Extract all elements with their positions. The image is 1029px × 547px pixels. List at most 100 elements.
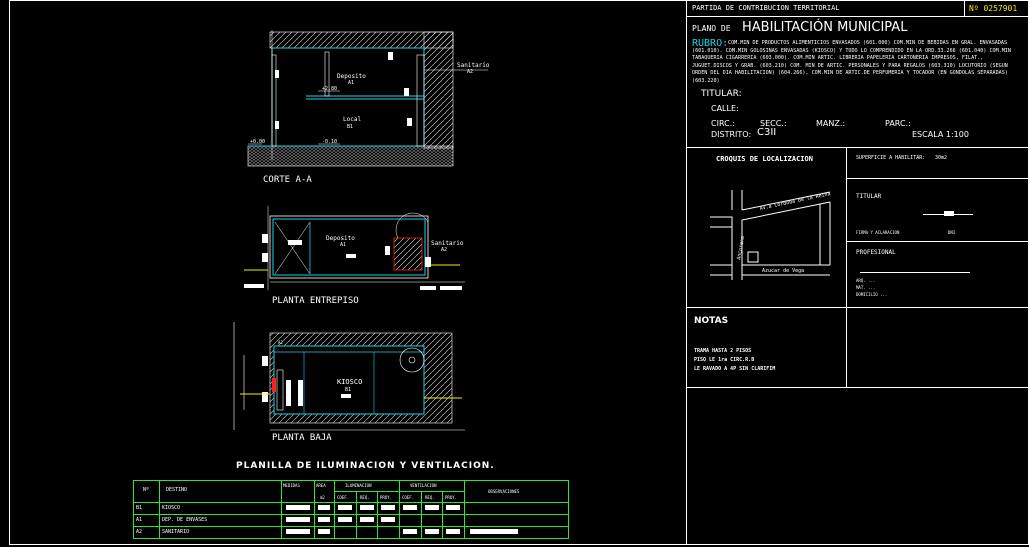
- table-col-line: [377, 502, 378, 539]
- label-kiosco: KIOSCO: [337, 378, 362, 386]
- titleblock-rule: [686, 387, 1029, 388]
- row-destino: KIOSCO: [162, 505, 181, 511]
- drawings-canvas: Deposito A1 Local B1 Sanitario A2 +2.80 …: [233, 30, 490, 443]
- distrito-value: C3II: [757, 127, 777, 138]
- cell-value-block: [381, 505, 395, 510]
- cell-value-block: [425, 505, 439, 510]
- cell-value-block: [446, 505, 460, 510]
- titleblock-rule: [846, 241, 1029, 242]
- manz-label: MANZ.:: [816, 119, 846, 128]
- cell-value-block: [338, 517, 352, 522]
- row-destino: DEP. DE ENVASES: [162, 517, 208, 523]
- label-sanitario: Sanitario: [431, 240, 464, 247]
- th-req: REQ.: [360, 495, 370, 500]
- table-col-line: [442, 502, 443, 539]
- label-sanitario-code: A2: [441, 247, 447, 253]
- distrito-label: DISTRITO:: [711, 130, 752, 139]
- table-col-line: [159, 502, 160, 539]
- th-iluminacion: ILUMINACION: [345, 483, 372, 488]
- th-req: REQ.: [425, 495, 435, 500]
- dni-label: DNI: [948, 230, 956, 235]
- cell-value-block: [286, 517, 310, 522]
- th-area-unit: m2: [320, 495, 325, 500]
- level-a: +2.80: [322, 86, 337, 92]
- label-local: Local: [343, 116, 361, 123]
- table-row: [133, 526, 569, 539]
- mezzanine-plan: [244, 206, 465, 290]
- partida-number: Nº 0257901: [969, 4, 1018, 13]
- rubro-label: RUBRO:: [692, 38, 729, 49]
- cell-value-block: [318, 529, 330, 534]
- level-b: +0.00: [250, 139, 265, 145]
- section-aa: [247, 30, 488, 167]
- professional-line: [860, 272, 970, 273]
- notas-title: NOTAS: [694, 316, 729, 326]
- titleblock-rule: [686, 307, 1029, 308]
- profesional-label: PROFESIONAL: [856, 249, 896, 256]
- titleblock-rule: [846, 147, 847, 387]
- row-destino: SANITARIO: [162, 529, 190, 535]
- cell-value-block: [318, 505, 330, 510]
- table-col-line: [314, 502, 315, 539]
- th-ventilacion: VENTILACION: [410, 483, 437, 488]
- titleblock-rule: [686, 16, 1029, 17]
- plano-title: HABILITACIÓN MUNICIPAL: [742, 20, 908, 35]
- titleblock-rule: [964, 0, 965, 16]
- label-kiosco-code: B1: [345, 387, 351, 393]
- titleblock-divider: [686, 0, 687, 545]
- table-col-line: [399, 502, 400, 539]
- label-deposito-code: A1: [340, 242, 346, 248]
- titleblock-rule: [686, 147, 1029, 148]
- prof-line-2: MAT. ...: [856, 285, 876, 290]
- notas-line: TRAMA HASTA 2 PISOS: [694, 348, 752, 354]
- calle-label: CALLE:: [711, 104, 739, 113]
- level-c: -0.10: [322, 139, 337, 145]
- table-col-line: [356, 502, 357, 539]
- croquis-title: CROQUIS DE LOCALIZACION: [716, 155, 813, 163]
- cell-value-block: [446, 529, 460, 534]
- superficie-label: SUPERFICIE A HABILITAR:: [856, 155, 926, 161]
- cell-value-block: [381, 517, 395, 522]
- label-deposito: Deposito: [337, 73, 366, 80]
- circ-label: CIRC.:: [711, 119, 735, 128]
- label-deposito: Deposito: [326, 235, 355, 242]
- th-coef: COEF.: [402, 495, 415, 500]
- label-sanitario-code: A2: [467, 69, 473, 75]
- row-n: A2: [136, 529, 143, 535]
- table-col-line: [334, 502, 335, 539]
- cell-value-block: [425, 529, 439, 534]
- table-col-line: [421, 502, 422, 539]
- firma-label: FIRMA Y ACLARACION: [856, 230, 900, 235]
- ground-plan: [233, 322, 465, 431]
- entrepiso-label: PLANTA ENTREPISO: [272, 296, 359, 306]
- th-proy: PROY.: [380, 495, 393, 500]
- cell-value-block: [338, 505, 352, 510]
- cell-value-block: [318, 517, 330, 522]
- row-n: B1: [136, 505, 143, 511]
- table-col-line: [281, 502, 282, 539]
- cell-value-block: [403, 505, 417, 510]
- rubro-text: COM.MIN DE PRODUCTOS ALIMENTICIOS ENVASA…: [692, 40, 1011, 84]
- escala-label: ESCALA 1:100: [912, 130, 969, 139]
- corte-label: CORTE A-A: [263, 175, 312, 185]
- label-sanitario: Sanitario: [457, 62, 490, 69]
- table-col-line: [464, 502, 465, 539]
- titleblock-rule: [846, 178, 1029, 179]
- street-left-label: Ancorena: [736, 236, 746, 261]
- table-title: PLANILLA DE ILUMINACION Y VENTILACION.: [236, 461, 495, 471]
- cell-value-block: [360, 517, 374, 522]
- label-local-code: B1: [347, 124, 353, 130]
- plano-de-label: PLANO DE: [692, 24, 731, 33]
- parc-label: PARC.:: [885, 119, 911, 128]
- location-sketch: Av.a Cordoba de la Reina Ancorena Azucar…: [710, 190, 831, 280]
- th-proy: PROY.: [445, 495, 458, 500]
- titular-box-label: TITULAR: [856, 193, 882, 200]
- cell-value-block: [286, 505, 310, 510]
- notas-line: PISO LE 1ra CIRC.R.B: [694, 357, 755, 363]
- superficie-value: 30m2: [935, 155, 948, 161]
- th-area: AREA: [316, 483, 326, 488]
- label-deposito-code: A1: [348, 80, 354, 86]
- secc-label: SECC.:: [760, 119, 787, 128]
- signature-mark: [944, 211, 954, 216]
- th-medidas: MEDIDAS: [283, 483, 300, 488]
